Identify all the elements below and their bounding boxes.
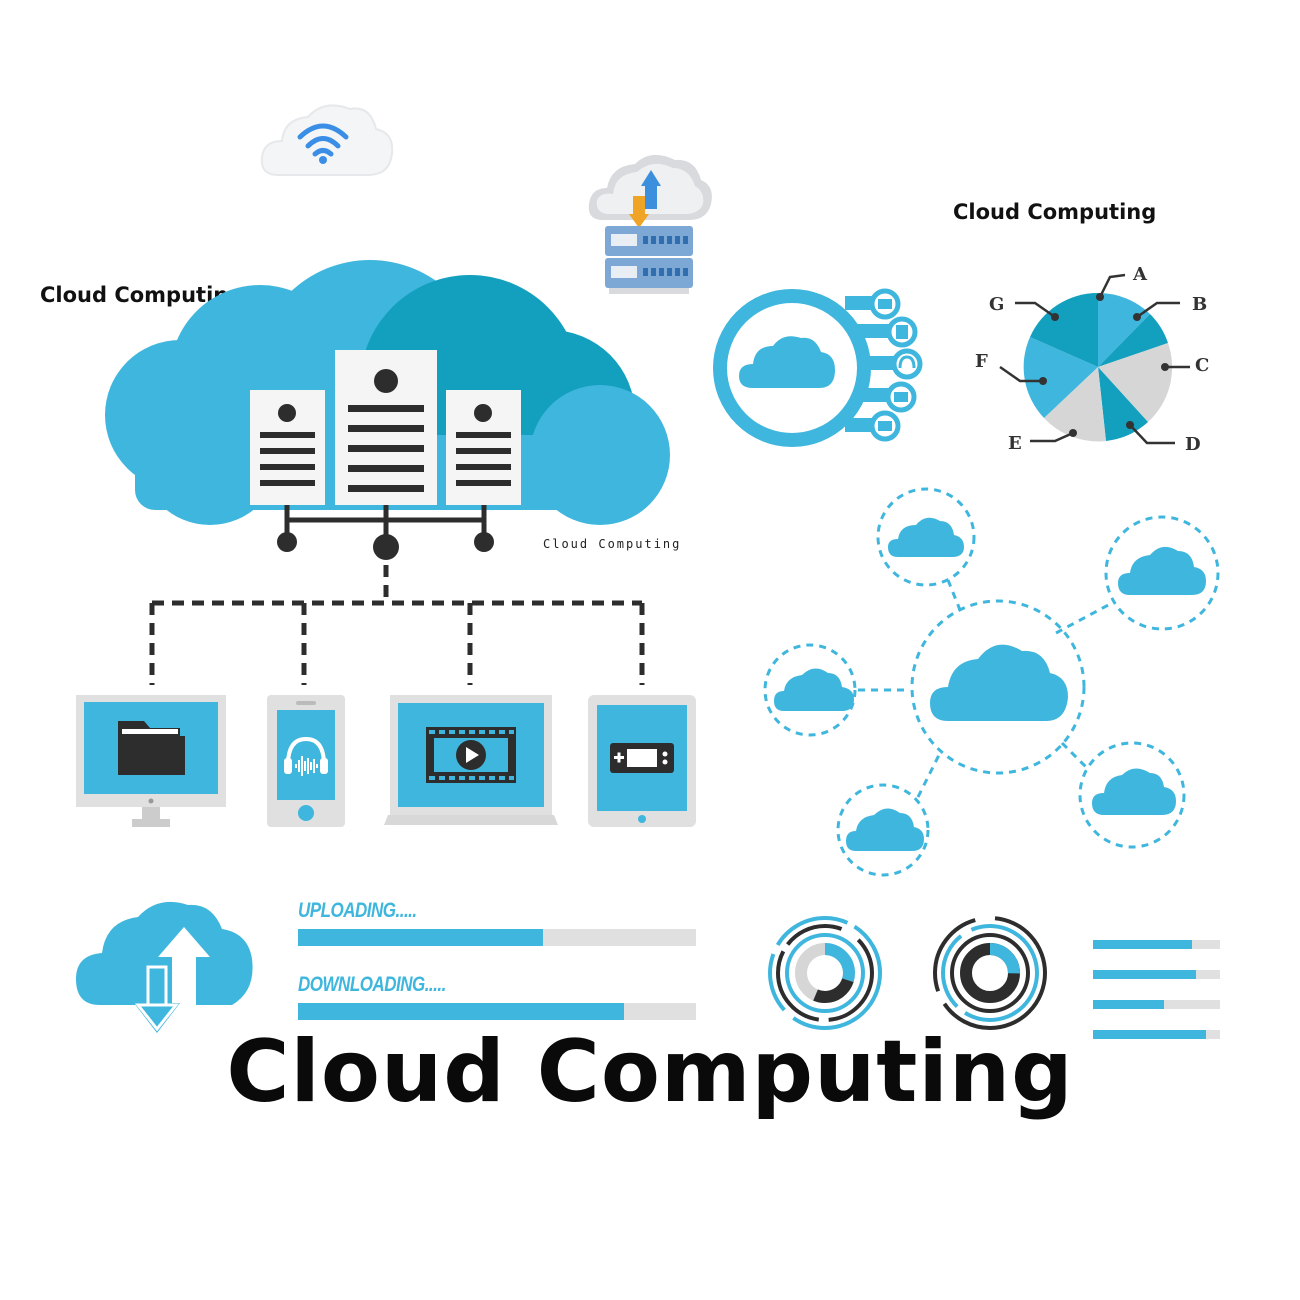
pie-label-e: E bbox=[1008, 433, 1022, 454]
headphones-icon bbox=[286, 736, 326, 766]
node-cloud-icon bbox=[888, 517, 964, 557]
side-bar-3 bbox=[1093, 1000, 1220, 1009]
wifi-cloud-icon bbox=[258, 95, 398, 185]
desktop-monitor-icon bbox=[76, 695, 226, 827]
ring-gauge-right bbox=[933, 916, 1047, 1030]
laptop-icon bbox=[384, 695, 558, 825]
small-caption: Cloud Computing bbox=[543, 537, 682, 551]
upload-progress-fill bbox=[298, 929, 543, 946]
side-bar-2 bbox=[1093, 970, 1220, 979]
node-cloud-icon bbox=[1092, 768, 1176, 815]
cloud-network-diagram bbox=[760, 485, 1230, 885]
document-icon bbox=[896, 325, 908, 339]
top-right-label: Cloud Computing bbox=[953, 200, 1157, 224]
film-icon bbox=[878, 421, 892, 431]
headset-icon bbox=[898, 355, 916, 369]
upload-progress-bar bbox=[298, 929, 696, 946]
server-left-icon bbox=[250, 390, 325, 505]
ring-gauges bbox=[765, 910, 1065, 1040]
pie-chart-graphic bbox=[975, 255, 1215, 465]
node-cloud-icon bbox=[1118, 546, 1206, 595]
server-right-icon bbox=[446, 390, 521, 505]
node-cloud-icon bbox=[846, 808, 924, 851]
server-center-icon bbox=[335, 350, 437, 505]
ring-gauge-left bbox=[768, 916, 882, 1030]
pie-label-f: F bbox=[975, 351, 988, 372]
mail-icon bbox=[878, 299, 892, 309]
pie-label-a: A bbox=[1133, 264, 1147, 285]
node-cloud-icon bbox=[774, 668, 854, 711]
card-icon bbox=[894, 392, 908, 402]
pie-label-b: B bbox=[1192, 294, 1208, 315]
side-bar-4 bbox=[1093, 1030, 1220, 1039]
hub-cloud-icon bbox=[930, 644, 1068, 721]
cloud-network-illustration bbox=[70, 255, 710, 835]
pie-label-c: C bbox=[1195, 355, 1210, 376]
video-play-icon bbox=[426, 727, 516, 783]
download-progress-fill bbox=[298, 1003, 625, 1020]
pie-label-g: G bbox=[989, 294, 1005, 315]
download-label: DOWNLOADING..... bbox=[298, 972, 446, 996]
gamepad-icon bbox=[610, 743, 674, 773]
smartphone-icon bbox=[267, 695, 345, 827]
upload-label: UPLOADING..... bbox=[298, 898, 417, 922]
cloud-server-sync-icon bbox=[585, 148, 715, 298]
tablet-icon bbox=[588, 695, 696, 827]
folder-icon bbox=[118, 721, 185, 775]
cloud-upload-download-icon bbox=[72, 895, 257, 1040]
download-progress-bar bbox=[298, 1003, 696, 1020]
pie-label-d: D bbox=[1185, 434, 1201, 455]
cloud-hub-icon bbox=[705, 280, 945, 460]
main-title: Cloud Computing bbox=[226, 1022, 1074, 1122]
side-bar-list bbox=[1093, 940, 1220, 1039]
side-bar-1 bbox=[1093, 940, 1220, 949]
